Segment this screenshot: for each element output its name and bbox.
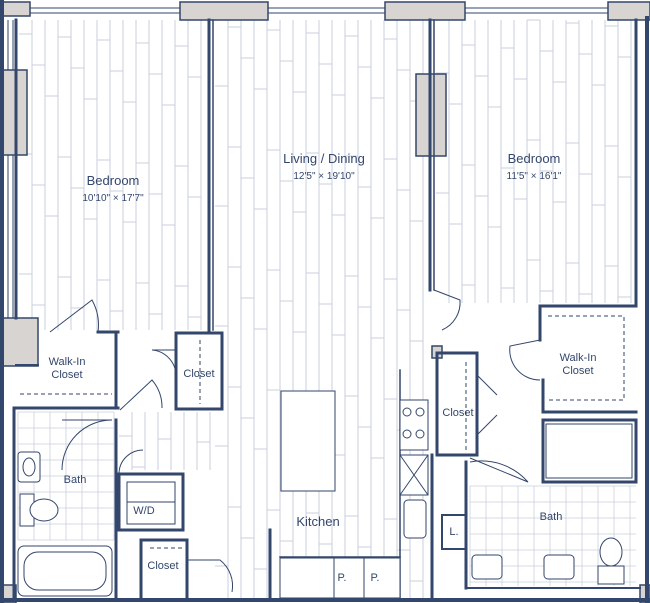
vanity-sink-2 xyxy=(543,554,575,580)
washer xyxy=(126,481,176,503)
door-bath-right xyxy=(469,457,529,483)
room-label-bedroom-left: Bedroom xyxy=(86,173,140,188)
room-label-closet-center: Closet xyxy=(183,368,215,380)
room-label-bath-right: Bath xyxy=(539,511,563,523)
room-dimensions-living-dining: 12'5" × 19'10" xyxy=(293,171,355,182)
room-label-kitchen: Kitchen xyxy=(296,514,340,529)
pantry-2-box xyxy=(363,557,401,599)
column-left-lower xyxy=(1,317,39,367)
room-label-walkin-right: Walk-In Closet xyxy=(559,352,597,377)
column-top-center xyxy=(179,1,269,21)
doors xyxy=(49,289,541,593)
toilet-bowl-left xyxy=(29,498,59,522)
toilet-tank-right xyxy=(597,565,625,585)
door-closet-bottom xyxy=(187,559,234,593)
door-walkin-left xyxy=(49,299,99,333)
room-label-closet-right: Closet xyxy=(442,407,474,419)
room-label-closet-bottom: Closet xyxy=(147,560,179,572)
room-label-pantry-1: P. xyxy=(337,572,347,584)
room-dimensions-bedroom-right: 11'5" × 16'1" xyxy=(506,171,562,182)
door-bedroom-right xyxy=(433,289,461,331)
room-label-walkin-left: Walk-In Closet xyxy=(48,356,86,381)
dining-table xyxy=(280,390,336,492)
door-closet-center xyxy=(151,349,177,377)
pantry-1-box xyxy=(333,557,365,599)
closet-rods xyxy=(20,315,625,549)
shower-right xyxy=(545,423,633,479)
room-label-linen: L. xyxy=(449,526,459,538)
door-bath-left xyxy=(119,379,163,411)
toilet-bowl-right xyxy=(599,537,623,567)
room-label-pantry-2: P. xyxy=(370,572,380,584)
kitchen-cabinet-1 xyxy=(279,557,335,599)
fixtures xyxy=(17,390,633,599)
door-closet-right xyxy=(476,374,498,436)
door-wd xyxy=(118,449,144,475)
column-top-left xyxy=(1,1,31,17)
column-top-right xyxy=(384,1,466,21)
room-dimensions-bedroom-left: 10'10" × 17'7" xyxy=(82,193,144,204)
door-walkin-right xyxy=(509,339,541,381)
column-top-far-right xyxy=(607,1,650,21)
windows xyxy=(7,7,608,318)
stove xyxy=(399,399,429,451)
kitchen-sink xyxy=(403,499,427,539)
room-label-living-dining: Living / Dining xyxy=(283,151,365,166)
vanity-sink-1 xyxy=(471,554,503,580)
room-label-laundry: W/D xyxy=(131,505,157,518)
room-label-bedroom-right: Bedroom xyxy=(507,151,561,166)
room-label-bath-left: Bath xyxy=(63,474,87,486)
door-bath-entry xyxy=(61,419,113,471)
